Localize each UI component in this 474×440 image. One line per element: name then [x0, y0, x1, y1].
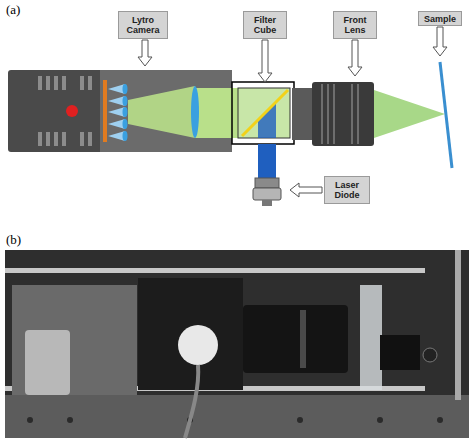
- fiber-cable: [185, 365, 198, 438]
- panel-label: (a): [6, 2, 20, 18]
- table-holes: [27, 417, 443, 423]
- rib: [62, 132, 66, 146]
- rib: [46, 132, 50, 146]
- cube-frame: [232, 82, 294, 144]
- rib: [327, 84, 329, 144]
- label-text: Laser Diode: [327, 180, 367, 200]
- excitation-in-cube: [258, 102, 276, 138]
- sample-photo: [360, 285, 382, 390]
- label-box: Front Lens: [333, 11, 377, 39]
- rail: [5, 268, 425, 273]
- lens-photo: [243, 305, 348, 373]
- micro-cone: [108, 96, 125, 106]
- pointer-arrows: [138, 27, 447, 197]
- hole: [297, 417, 303, 423]
- label-box: Lytro Camera: [118, 11, 168, 39]
- lens-ring: [300, 310, 306, 368]
- holder-knob: [423, 348, 437, 362]
- laser-beam: [258, 144, 276, 178]
- label-text: Filter Cube: [246, 15, 284, 35]
- rib: [38, 76, 42, 90]
- microlens: [123, 84, 128, 94]
- lens-mount: [292, 88, 312, 140]
- rib: [38, 132, 42, 146]
- pointer-arrow: [258, 40, 272, 82]
- rib: [357, 84, 359, 144]
- rib: [54, 76, 58, 90]
- sample-holder: [380, 335, 420, 370]
- micro-cone: [108, 131, 125, 141]
- label-text: Front Lens: [336, 15, 374, 35]
- micro-cone: [108, 107, 125, 117]
- filter-photo: [178, 325, 218, 365]
- pointer-arrow: [290, 183, 322, 197]
- microlens: [123, 131, 128, 141]
- hole: [437, 417, 443, 423]
- laser-diode-base: [262, 200, 272, 206]
- camera-photo: [12, 285, 137, 395]
- laser-diode-body: [253, 188, 281, 200]
- rib: [62, 76, 66, 90]
- main-lens: [191, 86, 199, 138]
- rib: [351, 84, 353, 144]
- label-text: Sample: [424, 14, 456, 24]
- filter-cube: [238, 88, 290, 138]
- rib: [46, 76, 50, 90]
- sample-slide: [440, 62, 452, 168]
- rib: [80, 76, 84, 90]
- photo-background: [5, 250, 469, 438]
- camera-ribs: [38, 76, 92, 146]
- rib: [321, 84, 323, 144]
- post: [455, 250, 461, 400]
- front-lens: [312, 82, 374, 146]
- lens-ribs: [322, 84, 358, 144]
- rib: [88, 76, 92, 90]
- hole: [27, 417, 33, 423]
- label-text: Lytro Camera: [121, 15, 165, 35]
- rib: [333, 84, 335, 144]
- pointer-arrow: [138, 40, 152, 66]
- pointer-arrow: [348, 40, 362, 76]
- light-cone: [128, 86, 195, 138]
- label-box: Filter Cube: [243, 11, 287, 39]
- red-button: [66, 105, 78, 117]
- rib: [88, 132, 92, 146]
- sensor: [103, 80, 107, 142]
- label-box: Laser Diode: [324, 176, 370, 204]
- hole: [67, 417, 73, 423]
- rib: [80, 132, 84, 146]
- micro-cone: [108, 84, 125, 94]
- post-holder: [25, 330, 70, 395]
- dichroic-mirror: [242, 90, 288, 136]
- focus-cone: [374, 90, 445, 138]
- pointer-arrow: [433, 27, 447, 56]
- light-beam: [195, 88, 240, 138]
- laser-diode: [255, 178, 279, 188]
- camera-body: [8, 70, 104, 152]
- micro-cone: [108, 119, 125, 129]
- label-box: Sample: [418, 11, 462, 26]
- optical-table: [5, 395, 469, 438]
- microlens: [123, 96, 128, 106]
- panel-label: (b): [6, 232, 21, 248]
- hole: [377, 417, 383, 423]
- micro-cones: [108, 84, 125, 141]
- rib: [54, 132, 58, 146]
- microlens-array: [123, 84, 128, 141]
- microlens: [123, 107, 128, 117]
- cube-mount: [138, 278, 243, 390]
- microlens: [123, 119, 128, 129]
